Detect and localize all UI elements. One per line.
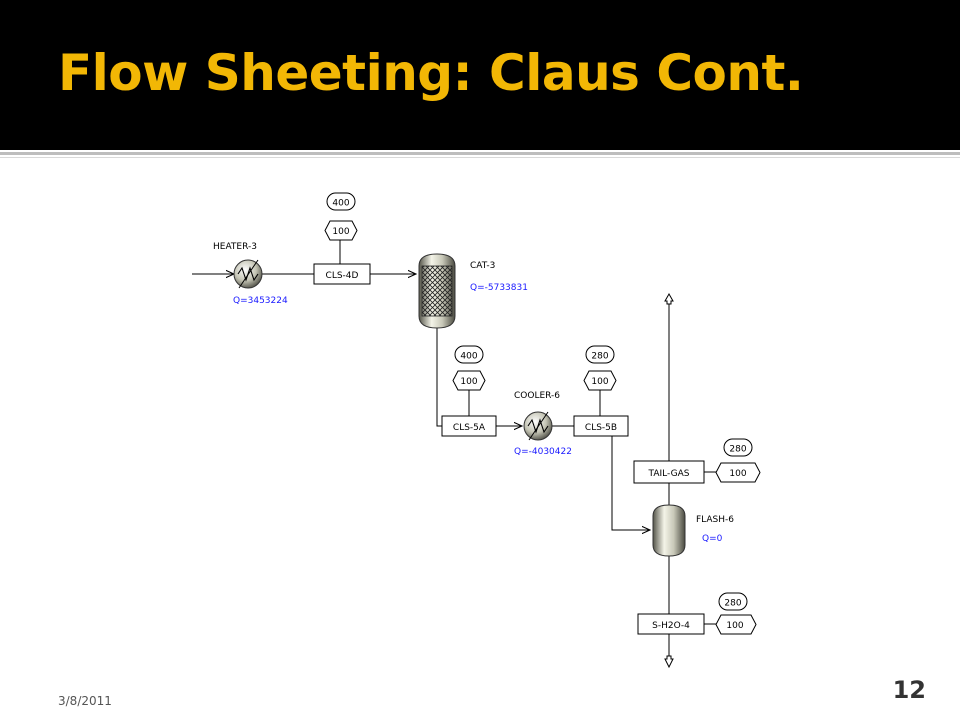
pressure-tag [324, 220, 358, 241]
cls-5b-to-flash-line [611, 436, 650, 530]
temperature-tag [723, 438, 753, 457]
stream-lines [192, 240, 716, 658]
cooler-6-block[interactable]: COOLER-6 Q=-4030422 [514, 391, 572, 457]
pressure-tag [452, 370, 486, 391]
stream-name: CLS-5A [453, 423, 486, 433]
slide-date: 3/8/2011 [58, 694, 112, 708]
pressure-value: 100 [460, 377, 477, 387]
stream-cls-5b[interactable]: CLS-5B 280 100 [573, 345, 629, 437]
cooler-6-label: COOLER-6 [514, 391, 560, 401]
title-divider [0, 152, 960, 155]
stream-name: TAIL-GAS [648, 469, 690, 479]
stream-label-box [313, 263, 371, 285]
heat-exchanger-slash [528, 411, 549, 441]
stream-name: S-H2O-4 [652, 621, 690, 631]
pressure-value: 100 [726, 621, 743, 631]
slide-title: Flow Sheeting: Claus Cont. [58, 44, 804, 102]
stream-cls-4d[interactable]: CLS-4D 400 100 [313, 192, 371, 285]
pressure-tag [715, 462, 761, 483]
stream-label-box [633, 460, 705, 484]
stream-label-box [441, 415, 497, 437]
temperature-value: 280 [591, 352, 608, 362]
temperature-value: 400 [460, 352, 477, 362]
flash-6-block[interactable]: FLASH-6 Q=0 [652, 504, 734, 557]
stream-label-box [637, 613, 705, 635]
stream-tail-gas[interactable]: TAIL-GAS 280 100 [633, 438, 761, 484]
temperature-tag [585, 345, 615, 364]
product-arrow-icon [664, 655, 674, 669]
pressure-tag [583, 370, 617, 391]
stream-name: CLS-5B [585, 423, 617, 433]
product-arrow-icon [664, 292, 674, 305]
pressure-value: 100 [332, 227, 349, 237]
temperature-value: 280 [724, 599, 741, 609]
temperature-value: 400 [332, 199, 349, 209]
flash-6-duty: Q=0 [702, 534, 723, 544]
reactor-packing [421, 265, 453, 317]
heater-3-label: HEATER-3 [213, 242, 257, 252]
title-divider-thin [0, 157, 960, 158]
pressure-tag [715, 614, 757, 635]
pressure-value: 100 [591, 377, 608, 387]
pressure-value: 100 [729, 469, 746, 479]
temperature-value: 280 [729, 445, 746, 455]
temperature-tag [718, 592, 748, 611]
cat-3-label: CAT-3 [470, 261, 495, 271]
heat-exchanger-slash [238, 259, 259, 289]
temperature-tag [454, 345, 484, 364]
heater-3-duty: Q=3453224 [233, 296, 288, 306]
heater-3-block[interactable]: HEATER-3 Q=3453224 [213, 242, 288, 306]
cat-out-line [436, 328, 442, 427]
cooler-6-duty: Q=-4030422 [514, 447, 572, 457]
flash-drum-icon [652, 504, 686, 557]
slide-number: 12 [892, 676, 926, 704]
flash-6-label: FLASH-6 [696, 515, 734, 525]
cat-3-duty: Q=-5733831 [470, 283, 528, 293]
stream-s-h2o-4[interactable]: S-H2O-4 280 100 [637, 592, 757, 635]
temperature-tag [326, 192, 356, 211]
title-bar [0, 0, 960, 150]
cat-3-block[interactable]: CAT-3 Q=-5733831 [418, 253, 528, 329]
stream-cls-5a[interactable]: CLS-5A 400 100 [441, 345, 497, 437]
stream-name: CLS-4D [326, 271, 359, 281]
stream-label-box [573, 415, 629, 437]
